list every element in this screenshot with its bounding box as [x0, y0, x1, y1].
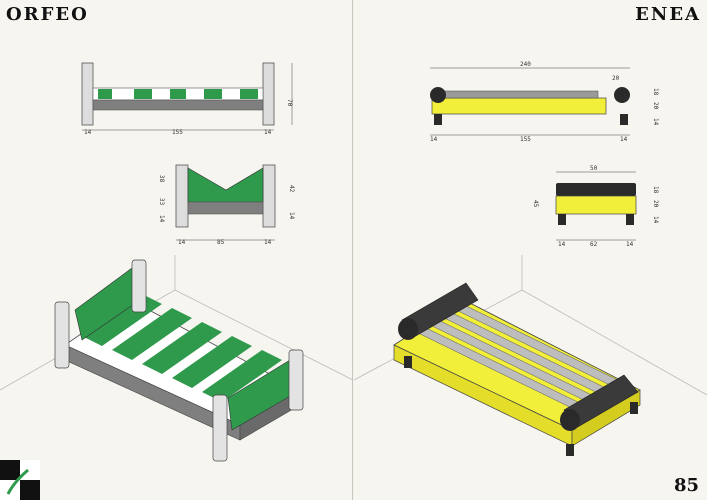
- orfeo-title: ORFEO: [6, 4, 89, 25]
- enea-front-view: 240 20 14 155 14 18 20 14: [430, 61, 659, 143]
- studio-logo: [0, 460, 40, 500]
- orfeo-side-cover: [187, 167, 264, 203]
- enea-front-dim-leg-right: 14: [620, 136, 628, 143]
- enea-front-dim-leg-left: 14: [430, 136, 438, 143]
- enea-front-roll-right: [614, 87, 630, 103]
- orfeo-side-dim-width: 85: [217, 239, 225, 246]
- enea-side-dim-r3: 14: [652, 216, 659, 224]
- enea-side-view: 50 14 62 14 45 18 20 14: [532, 165, 659, 248]
- enea-front-dim-width: 155: [520, 136, 531, 143]
- enea-side-dim-leg-right: 14: [626, 241, 634, 248]
- orfeo-side-dim-r-top: 42: [288, 185, 295, 193]
- orfeo-front-dim-post-left: 14: [84, 129, 92, 136]
- orfeo-iso-post-1: [54, 301, 70, 369]
- enea-iso-leg-2: [566, 444, 574, 456]
- orfeo-iso-post-2: [131, 259, 147, 313]
- enea-iso-slats: [411, 300, 631, 416]
- page-number: 85: [673, 475, 699, 496]
- enea-front-leg-left: [434, 114, 442, 125]
- enea-front-slats: [439, 90, 599, 99]
- enea-iso-roll-head: [398, 282, 479, 340]
- orfeo-iso-view: [54, 259, 304, 462]
- enea-side-leg-right: [626, 214, 634, 225]
- logo-icon: [0, 460, 40, 500]
- enea-iso-view: [393, 282, 641, 456]
- orfeo-side-dim-top: 38: [158, 175, 165, 183]
- enea-side-roll: [556, 183, 636, 196]
- enea-iso-leg-3: [630, 402, 638, 414]
- enea-side-dim-width: 62: [590, 241, 598, 248]
- enea-iso-roll-head-end: [398, 318, 418, 340]
- orfeo-front-dim-height: 70: [286, 99, 293, 107]
- enea-front-base: [431, 97, 607, 115]
- orfeo-front-dim-width: 155: [172, 129, 183, 136]
- enea-side-dim-leg-left: 14: [558, 241, 566, 248]
- enea-title: ENEA: [635, 4, 701, 25]
- enea-side-leg-left: [558, 214, 566, 225]
- enea-front-dim-r2: 20: [652, 102, 659, 110]
- enea-side-base: [555, 195, 637, 215]
- enea-front-leg-right: [620, 114, 628, 125]
- orfeo-front-view: 14 155 14 70: [81, 62, 293, 136]
- orfeo-side-frame: [187, 201, 264, 215]
- enea-sheet: ENEA 240 20 14 155 14 18 20 14 5: [354, 0, 707, 500]
- orfeo-side-post-right: [262, 164, 276, 228]
- enea-side-dim-top: 50: [590, 165, 598, 172]
- enea-front-dim-total: 240: [520, 61, 531, 68]
- orfeo-front-frame: [92, 99, 264, 111]
- enea-front-dim-roll: 20: [612, 75, 620, 82]
- orfeo-front-stripes: [98, 89, 258, 99]
- orfeo-side-view: 14 85 14 38 33 14 42 14: [158, 164, 295, 246]
- enea-side-dim-r1: 18: [652, 186, 659, 194]
- orfeo-side-dim-post-right: 14: [264, 239, 272, 246]
- orfeo-front-dim-post-right: 14: [264, 129, 272, 136]
- orfeo-side-dim-low: 14: [158, 215, 165, 223]
- enea-front-dim-r1: 18: [652, 88, 659, 96]
- enea-side-dim-height: 45: [532, 200, 539, 208]
- enea-iso-roll-foot: [560, 374, 639, 431]
- orfeo-front-post-left: [81, 62, 94, 126]
- enea-front-roll-left: [430, 87, 446, 103]
- orfeo-iso-post-3: [212, 394, 228, 462]
- orfeo-drawing: 14 155 14 70 14 85 14 38 33 14 42 14: [0, 62, 353, 462]
- orfeo-side-dim-mid: 33: [158, 198, 165, 206]
- orfeo-side-post-left: [175, 164, 189, 228]
- orfeo-sheet: ORFEO 14 155 14 70: [0, 0, 353, 500]
- orfeo-side-dim-r-low: 14: [288, 212, 295, 220]
- enea-iso-roll-foot-end: [560, 409, 580, 431]
- orfeo-floor-line-right: [174, 289, 353, 381]
- enea-front-dim-r3: 14: [652, 118, 659, 126]
- enea-side-dim-r2: 20: [652, 200, 659, 208]
- orfeo-side-dim-post-left: 14: [178, 239, 186, 246]
- orfeo-iso-post-4: [288, 349, 304, 411]
- orfeo-front-post-right: [262, 62, 275, 126]
- enea-drawing: 240 20 14 155 14 18 20 14 50 14 6: [354, 61, 707, 456]
- enea-iso-leg-1: [404, 356, 412, 368]
